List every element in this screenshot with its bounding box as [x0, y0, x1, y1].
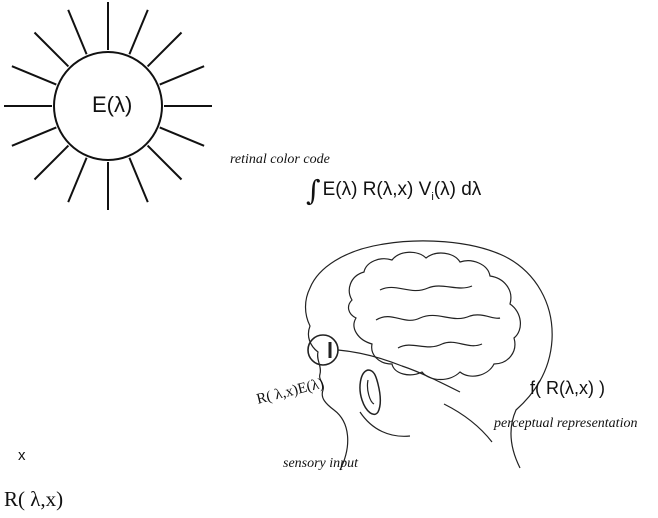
head-outline	[306, 241, 553, 470]
sun-ray	[35, 146, 69, 180]
retinal-formula-tail: (λ) dλ	[434, 179, 482, 200]
object-point-label: x	[18, 447, 26, 464]
integral-sign: ∫	[306, 174, 321, 207]
optic-nerve	[338, 350, 460, 392]
sun-ray	[160, 66, 204, 84]
retinal-formula-main: E(λ) R(λ,x) V	[323, 179, 432, 200]
sun-ray	[160, 127, 204, 145]
perceptual-representation-caption: perceptual representation	[494, 416, 637, 432]
ear	[360, 370, 380, 414]
sun-ray	[148, 33, 182, 67]
brain-fold	[376, 315, 500, 320]
ear-inner	[367, 380, 374, 404]
retinal-integral-formula: ∫E(λ) R(λ,x) Vi(λ) dλ	[306, 174, 481, 207]
neck-line	[444, 404, 492, 442]
sun-ray	[68, 158, 86, 202]
sensory-input-caption: sensory input	[283, 456, 358, 472]
sun-ray	[129, 10, 147, 54]
brain-fold	[398, 342, 482, 348]
eyeball	[308, 335, 338, 365]
sun-ray	[12, 66, 56, 84]
sun-ray	[68, 10, 86, 54]
head-illustration	[306, 241, 553, 470]
sun-ray	[148, 146, 182, 180]
object-reflectance-label: R( λ,x)	[4, 487, 63, 512]
sun-ray	[129, 158, 147, 202]
sun-ray	[35, 33, 69, 67]
jaw-line	[360, 412, 410, 436]
sun-ray	[12, 127, 56, 145]
retinal-color-code-caption: retinal color code	[230, 152, 330, 168]
perceptual-formula: f( R(λ,x) )	[530, 378, 605, 399]
brain-fold	[380, 286, 472, 291]
light-source-label: E(λ)	[92, 92, 132, 118]
